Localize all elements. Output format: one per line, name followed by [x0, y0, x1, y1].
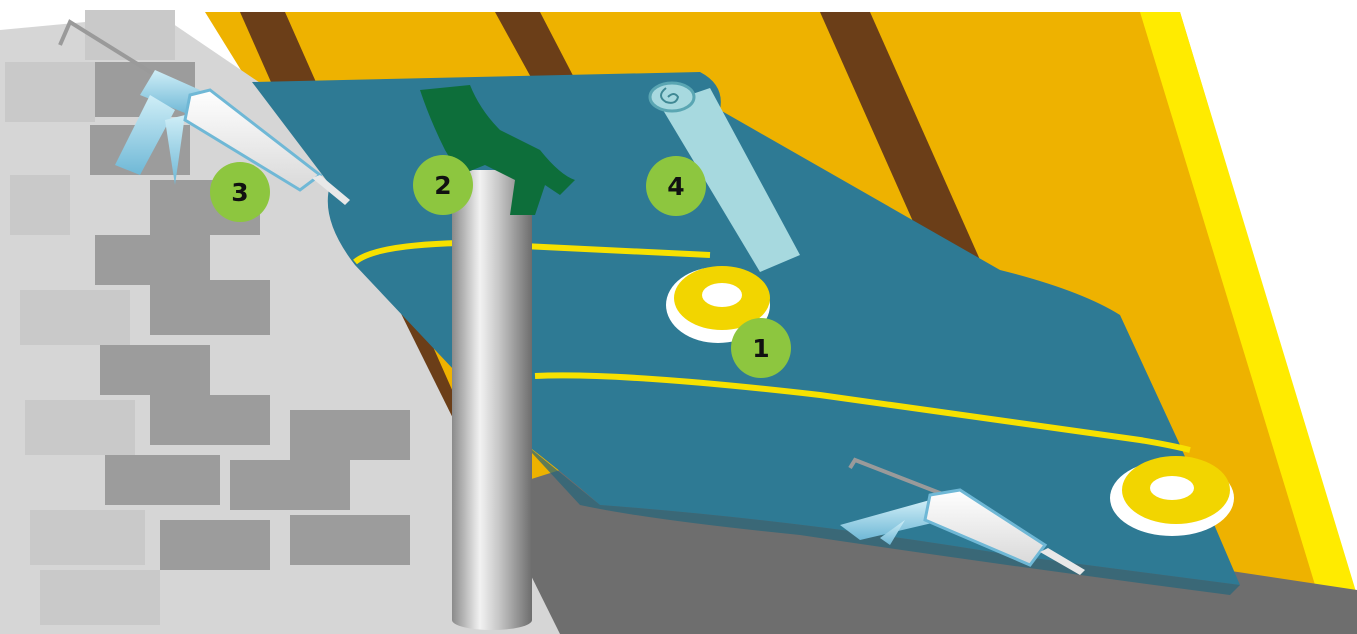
badge-2: 2: [413, 155, 473, 215]
badge-2-label: 2: [434, 171, 451, 200]
badge-4-label: 4: [667, 172, 684, 201]
badge-1: 1: [731, 318, 791, 378]
badge-3: 3: [210, 162, 270, 222]
badge-1-label: 1: [752, 334, 769, 363]
badge-3-label: 3: [231, 178, 248, 207]
badge-4: 4: [646, 156, 706, 216]
